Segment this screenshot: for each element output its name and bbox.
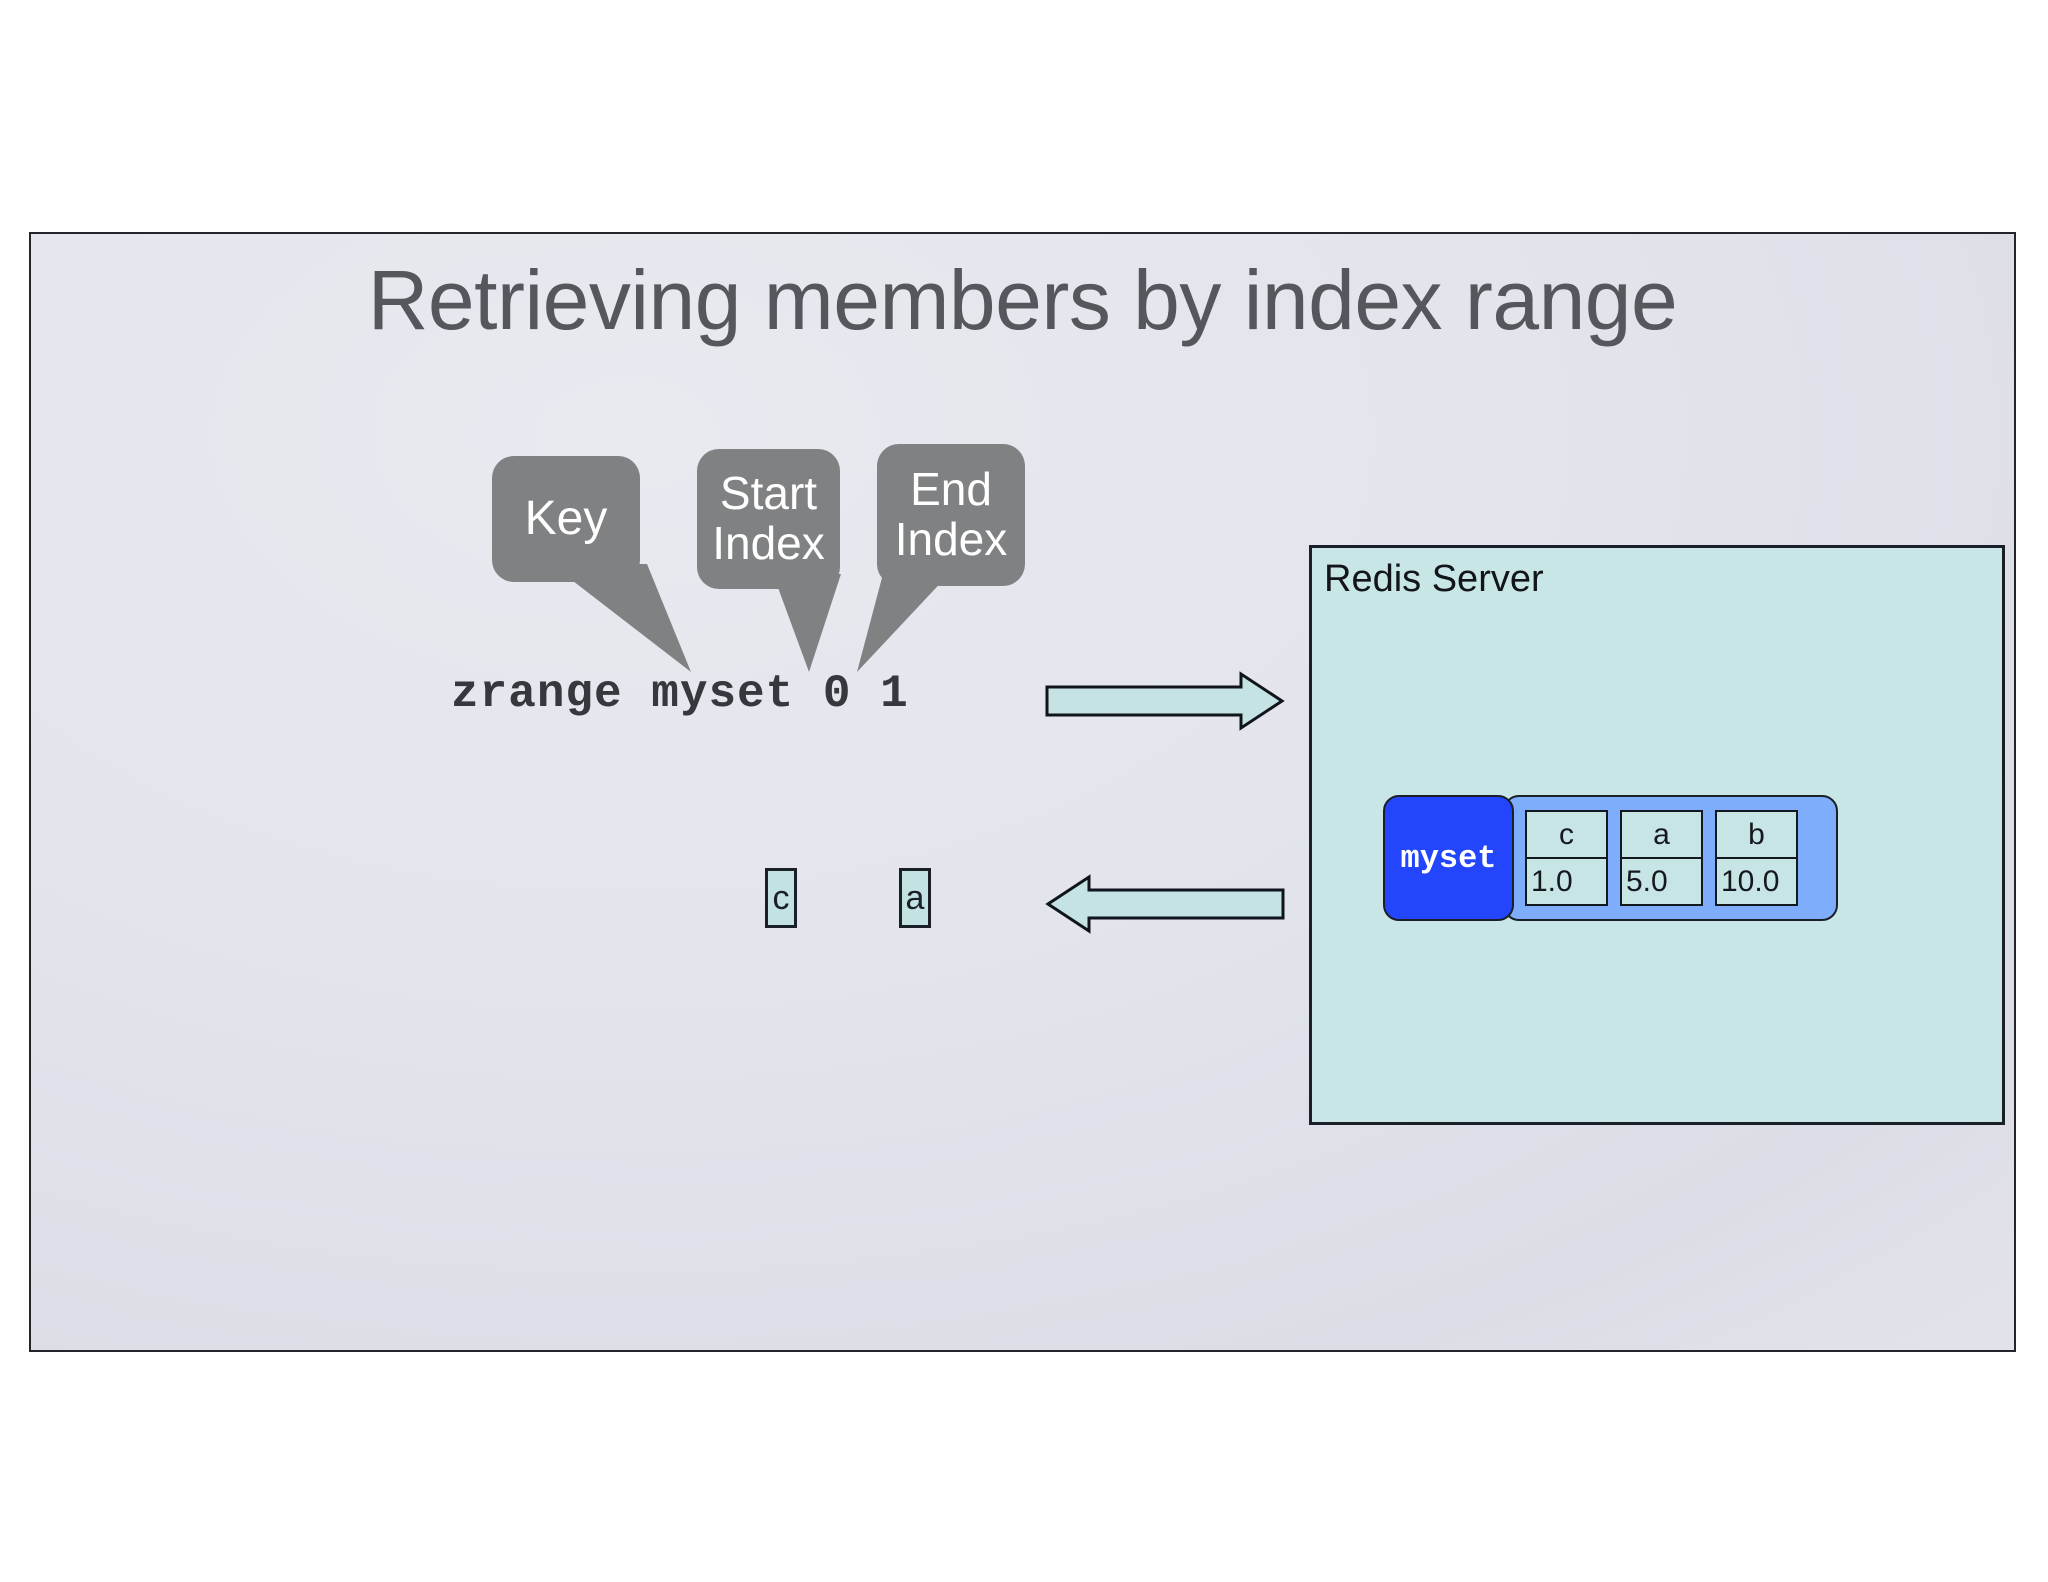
result-member-cell: a [899, 868, 931, 928]
member-cell: c 1.0 [1525, 810, 1608, 906]
request-arrow-icon [1045, 671, 1285, 731]
key-box-myset: myset [1383, 795, 1514, 921]
request-arrow-shape [1045, 671, 1285, 731]
member-name: c [1527, 812, 1606, 859]
sorted-set-members-container: c 1.0 a 5.0 b 10.0 [1503, 795, 1838, 921]
key-box-label: myset [1400, 839, 1497, 877]
result-member-label: c [772, 879, 790, 917]
member-score: 10.0 [1721, 864, 1780, 898]
callout-tail-start-index-shape [773, 574, 841, 672]
callout-key-label: Key [524, 492, 608, 546]
callout-key: Key [492, 456, 640, 582]
redis-server-panel: Redis Server myset c 1.0 a 5.0 b 10.0 [1309, 545, 2005, 1125]
response-arrow-shape [1045, 874, 1285, 934]
command-text: zrange myset 0 1 [451, 668, 909, 720]
callout-tail-start-index [773, 574, 841, 672]
callout-tail-key-shape [551, 564, 691, 672]
callout-start-index: Start Index [697, 449, 840, 589]
page-title: Retrieving members by index range [367, 253, 1678, 347]
callout-tail-end-index-shape [857, 574, 949, 672]
member-cell: a 5.0 [1620, 810, 1703, 906]
callout-end-index-label: End Index [894, 463, 1008, 565]
callout-end-index: End Index [877, 444, 1025, 586]
slide-canvas: Retrieving members by index range Key St… [29, 232, 2016, 1352]
callout-tail-end-index [857, 574, 949, 672]
member-name: a [1622, 812, 1701, 859]
member-cell: b 10.0 [1715, 810, 1798, 906]
redis-server-label: Redis Server [1324, 558, 1544, 600]
result-member-label: a [905, 879, 925, 917]
member-score: 5.0 [1626, 864, 1668, 898]
member-name: b [1717, 812, 1796, 859]
callout-tail-key [551, 564, 691, 672]
member-score: 1.0 [1531, 864, 1573, 898]
result-member-cell: c [765, 868, 797, 928]
keyspace-entry: myset c 1.0 a 5.0 b 10.0 [1383, 795, 1838, 921]
callout-start-index-label: Start Index [712, 467, 825, 569]
response-arrow-icon [1045, 874, 1285, 934]
